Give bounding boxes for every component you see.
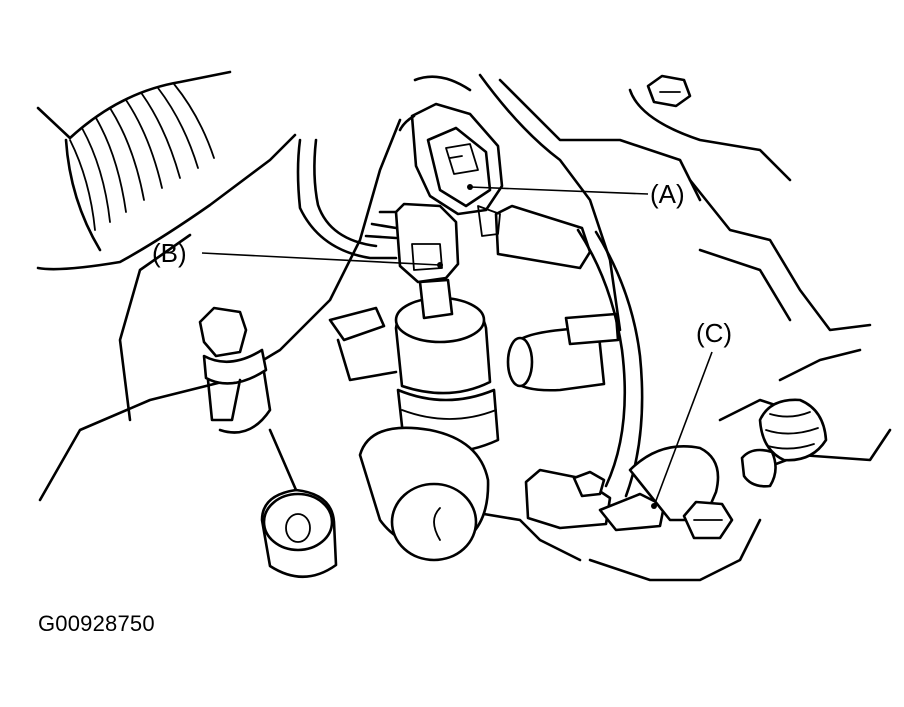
right-knob [740, 398, 828, 488]
engine-block-outline [38, 73, 892, 582]
bolt-bottom-right [682, 500, 734, 540]
figure-id: G00928750 [38, 611, 155, 636]
bracket-plate [328, 306, 398, 382]
wiring-harness [576, 228, 644, 498]
leader-c-dot [651, 503, 657, 509]
callout-a-label: (A) [650, 179, 685, 209]
sensor-b-connector [296, 138, 460, 320]
leader-b [201, 252, 441, 266]
leader-a [469, 186, 649, 195]
leader-a-dot [467, 184, 473, 190]
left-bolt [198, 306, 272, 434]
lower-left-plug [260, 428, 338, 578]
bolt-top-right [646, 74, 692, 108]
leader-c [653, 351, 713, 507]
callout-c-label: (C) [696, 318, 732, 348]
leader-b-dot [437, 262, 443, 268]
leader-lines [201, 184, 713, 509]
right-cylinder [506, 312, 620, 392]
center-sensor-body [358, 296, 500, 562]
callout-b-label: (B) [152, 238, 187, 268]
intake-hose [36, 70, 297, 271]
